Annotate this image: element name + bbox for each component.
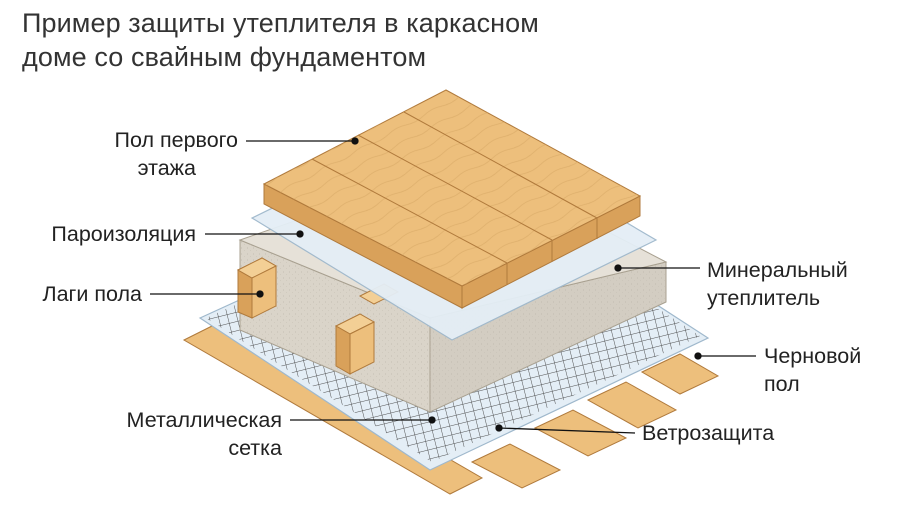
label-mineral-insulation-line-1: Минеральный <box>707 258 848 282</box>
label-metal-mesh-line-1: Металлическая <box>126 408 282 432</box>
label-first-floor-line-2: этажа <box>137 156 196 180</box>
title-line-1: Пример защиты утеплителя в каркасном <box>22 8 539 38</box>
label-vapor-barrier-line-1: Пароизоляция <box>51 222 196 246</box>
leader-wind-barrier <box>498 427 636 434</box>
label-wind-barrier-line-1: Ветрозащита <box>642 421 775 445</box>
label-floor-joists-line-1: Лаги пола <box>42 282 142 306</box>
label-floor-joists: Лаги пола <box>0 280 142 308</box>
label-mineral-insulation: Минеральный утеплитель <box>707 256 848 312</box>
label-metal-mesh-line-2: сетка <box>228 436 282 460</box>
joist-left <box>236 257 278 319</box>
subfloor-board-2 <box>470 443 562 489</box>
leader-lines <box>150 137 756 434</box>
title-line-2: доме со свайным фундаментом <box>22 42 427 72</box>
subfloor-board-4 <box>586 381 678 429</box>
label-subfloor-line-2: пол <box>764 372 800 396</box>
label-metal-mesh: Металлическая сетка <box>60 406 282 462</box>
label-subfloor-line-1: Черновой <box>764 344 862 368</box>
diagram-title: Пример защиты утеплителя в каркасном дом… <box>22 6 539 74</box>
subfloor-board-3 <box>533 409 628 457</box>
label-subfloor: Черновой пол <box>764 342 861 398</box>
label-wind-barrier: Ветрозащита <box>642 419 774 447</box>
label-first-floor-line-1: Пол первого <box>114 128 238 152</box>
floor-joists <box>236 257 400 375</box>
subfloor-board-5 <box>640 353 720 395</box>
label-vapor-barrier: Пароизоляция <box>0 220 196 248</box>
label-first-floor: Пол первого этажа <box>60 126 238 182</box>
label-mineral-insulation-line-2: утеплитель <box>707 286 821 310</box>
